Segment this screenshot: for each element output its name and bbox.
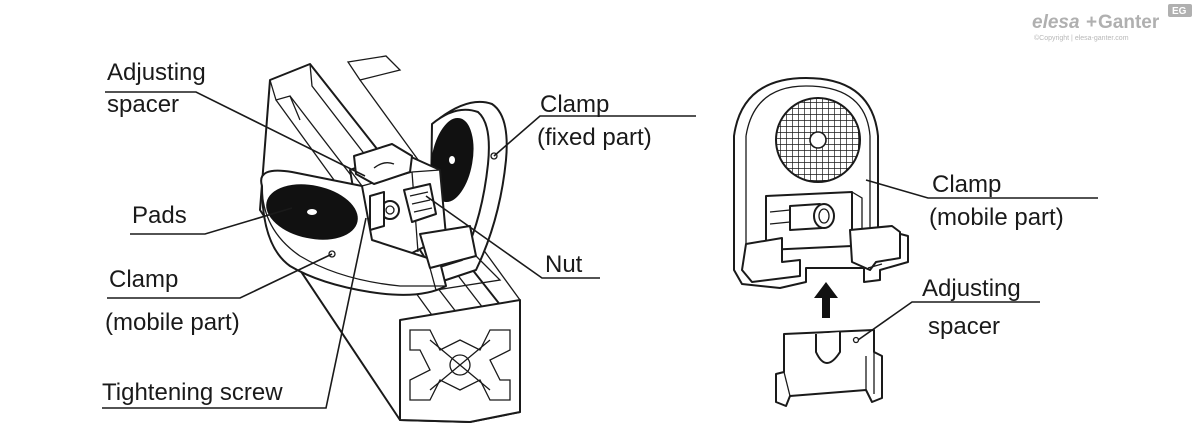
brand-copyright: ©Copyright | elesa-ganter.com (1034, 34, 1129, 42)
adjusting-spacer-left (353, 143, 413, 185)
leader-nut (425, 195, 600, 279)
leader-adjusting-spacer-right (857, 301, 1040, 341)
brand-logo: elesa + Ganter EG ©Copyright | elesa-gan… (1032, 4, 1192, 42)
label-clamp-mobile-line1: Clamp (109, 266, 178, 293)
leader-adjusting-spacer (105, 91, 366, 177)
leader-clamp-fixed (493, 115, 696, 157)
label-clamp-mobile-right-line2: (mobile part) (929, 204, 1064, 231)
leader-pads (130, 207, 293, 235)
label-clamp-fixed-line2: (fixed part) (537, 124, 652, 151)
label-adjusting-spacer-line1: Adjusting (107, 59, 206, 86)
brand-badge: EG (1172, 6, 1187, 17)
label-nut: Nut (545, 251, 583, 278)
clamp-mobile-part-right (733, 77, 909, 289)
insert-arrow (814, 282, 838, 318)
label-clamp-mobile-right-line1: Clamp (932, 171, 1001, 198)
leader-clamp-mobile (107, 253, 333, 299)
label-adjusting-spacer-right-line1: Adjusting (922, 275, 1021, 302)
brand-badge-box (1168, 4, 1192, 17)
label-adjusting-spacer-line2: spacer (107, 91, 179, 118)
label-clamp-fixed-line1: Clamp (540, 91, 609, 118)
label-tightening-screw: Tightening screw (102, 379, 283, 406)
label-adjusting-spacer-right-line2: spacer (928, 313, 1000, 340)
brand-plus: + (1086, 12, 1097, 33)
leader-clamp-mobile-right (865, 179, 1098, 199)
adjusting-spacer-right (775, 329, 883, 407)
leader-tightening-screw (102, 217, 367, 409)
label-pads: Pads (132, 202, 187, 229)
right-assembly-drawing: Clamp (mobile part) Adjusting spacer (733, 77, 1098, 407)
label-clamp-mobile-line2: (mobile part) (105, 309, 240, 336)
left-assembly-drawing: Adjusting spacer Pads Clamp (mobile part… (102, 55, 696, 423)
brand-name-part1: elesa (1032, 12, 1080, 33)
clamp-mobile-part-left (260, 169, 502, 296)
brand-name-part2: Ganter (1098, 12, 1160, 33)
